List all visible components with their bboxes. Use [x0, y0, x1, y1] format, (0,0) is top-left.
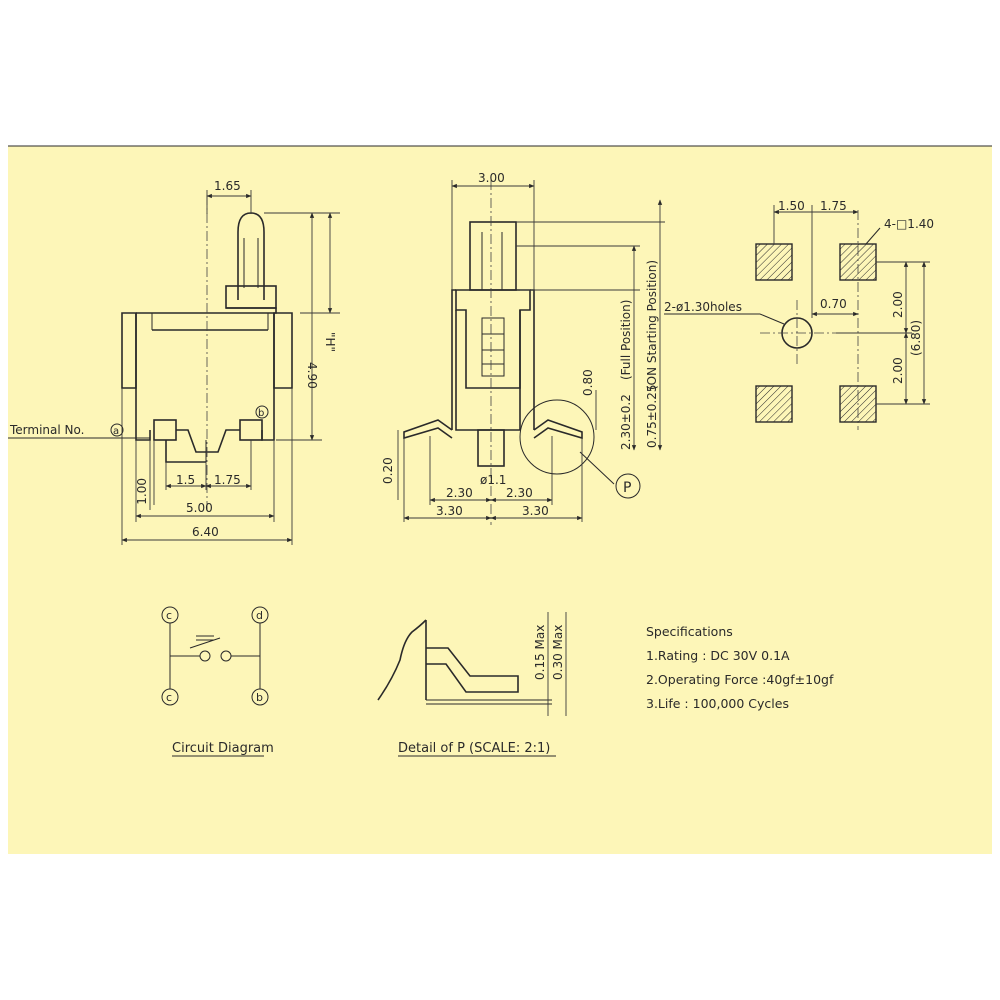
- dim-pcb-holes: 2-ø1.30holes: [664, 300, 742, 314]
- plunger-collar: [225, 285, 277, 309]
- detail-marker-letter: P: [623, 480, 631, 496]
- circuit-diagram: c d c b Circuit Diagram: [161, 606, 274, 757]
- detail-title: Detail of P (SCALE: 2:1): [398, 741, 550, 756]
- terminal-b-marker: [255, 405, 269, 419]
- terminal-a-letter: a: [113, 426, 119, 437]
- detail-marker-p: [615, 473, 641, 499]
- detail-break-line: [377, 619, 427, 701]
- detail-circle-p: [519, 399, 595, 475]
- node-d-label: d: [256, 609, 263, 622]
- dim-front-h: "H": [323, 332, 337, 352]
- dim-front-top: 1.65: [214, 179, 241, 193]
- side-view: P 3.00 0.75±0.25 (ON Starting Position) …: [381, 171, 665, 525]
- dim-front-width-overall: 6.40: [192, 525, 219, 539]
- terminal-label: Terminal No.: [9, 423, 84, 437]
- pcb-layout: 1.50 1.75 4-□1.40 2-ø1.30holes 0.70 2.00…: [664, 199, 934, 430]
- dim-side-offset: 0.80: [581, 369, 595, 396]
- side-left-foot: [403, 419, 453, 440]
- dim-front-pitch-a: 1.5: [176, 473, 195, 487]
- node-c-bottom-label: c: [166, 691, 172, 704]
- spec-rating: 1.Rating : DC 30V 0.1A: [646, 648, 790, 663]
- dim-side-center-slot: ø1.1: [480, 473, 506, 487]
- side-stem: [455, 289, 531, 389]
- dim-pcb-pad-size: 4-□1.40: [884, 217, 934, 231]
- dim-pcb-pitch-left: 1.50: [778, 199, 805, 213]
- plunger: [237, 212, 265, 300]
- dim-side-half-outer-right: 3.30: [522, 504, 549, 518]
- dim-pcb-vert-upper: 2.00: [891, 291, 905, 318]
- dim-side-on-position: 0.75±0.25: [645, 385, 659, 449]
- spec-operating-force: 2.Operating Force :40gf±10gf: [646, 672, 834, 687]
- dim-side-half-inner-right: 2.30: [506, 486, 533, 500]
- pad-top-left: [755, 243, 793, 281]
- side-plunger: [469, 221, 517, 291]
- specifications-block: Specifications 1.Rating : DC 30V 0.1A 2.…: [646, 620, 976, 716]
- dim-pcb-vert-total: (6.80): [909, 320, 923, 356]
- dim-detail-a: 0.15 Max: [533, 625, 547, 680]
- node-b-label: b: [256, 691, 263, 704]
- dim-side-on-starting: (ON Starting Position): [645, 260, 659, 390]
- detail-terminal: [426, 647, 519, 693]
- left-housing-wall: [121, 312, 137, 389]
- dim-side-half-outer-left: 3.30: [436, 504, 463, 518]
- dim-front-width-inner: 5.00: [186, 501, 213, 515]
- dim-front-body-height: 4.90: [305, 362, 319, 389]
- dim-pcb-vert-lower: 2.00: [891, 357, 905, 384]
- node-c-top-label: c: [166, 609, 172, 622]
- dim-side-top: 3.00: [478, 171, 505, 185]
- spec-life: 3.Life : 100,000 Cycles: [646, 696, 789, 711]
- dim-pcb-hole-offset: 0.70: [820, 297, 847, 311]
- dim-front-pitch-b: 1.75: [214, 473, 241, 487]
- dim-side-foot-thickness: 0.20: [381, 457, 395, 484]
- right-housing-wall: [273, 312, 293, 389]
- terminal-a-marker: [110, 423, 124, 437]
- terminal-b: [239, 419, 263, 441]
- dim-detail-b: 0.30 Max: [551, 625, 565, 680]
- dim-front-terminal-height: 1.00: [135, 478, 149, 505]
- pad-bottom-left: [755, 385, 793, 423]
- specifications-title: Specifications: [646, 624, 733, 639]
- dim-pcb-pitch-right: 1.75: [820, 199, 847, 213]
- circuit-title: Circuit Diagram: [172, 741, 274, 756]
- detail-p: 0.15 Max 0.30 Max Detail of P (SCALE: 2:…: [377, 612, 567, 757]
- side-center-pin: [477, 429, 505, 467]
- terminal-a: [153, 419, 177, 441]
- dim-side-full-position: (Full Position): [619, 300, 633, 380]
- dim-side-half-inner-left: 2.30: [446, 486, 473, 500]
- dim-side-travel: 2.30±0.2: [619, 394, 633, 450]
- terminal-b-letter: b: [258, 408, 264, 419]
- side-right-foot: [533, 419, 583, 440]
- front-view: 1.65 "H" 4.90 1.5 1.75 5.00 6.40 1.00 Te…: [8, 179, 340, 545]
